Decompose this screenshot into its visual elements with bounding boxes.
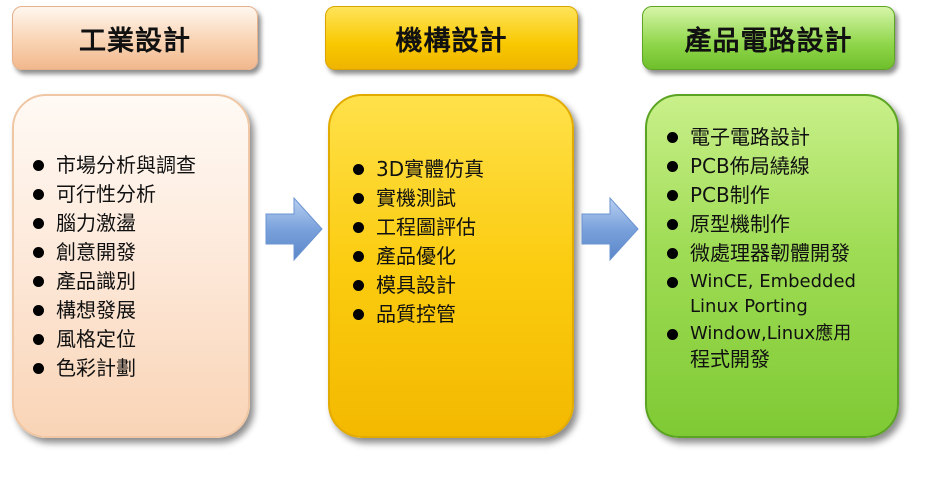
list-item: PCB制作 xyxy=(664,182,856,211)
list-item: 產品識別 xyxy=(30,268,196,297)
header-mechanical-design-label: 機構設計 xyxy=(395,25,508,57)
list-item: 產品優化 xyxy=(350,243,484,272)
list-item: 市場分析與調查 xyxy=(30,152,196,181)
list-product-circuit-design: 電子電路設計 PCB佈局繞線 PCB制作 原型機制作 微處理器韌體開發 WinC… xyxy=(664,124,856,375)
list-item: 微處理器韌體開發 xyxy=(664,240,856,269)
list-item: Window,Linux應用 xyxy=(664,321,856,346)
header-product-circuit-design: 產品電路設計 xyxy=(642,6,895,70)
arrow-right-icon xyxy=(265,196,323,262)
list-item: 原型機制作 xyxy=(664,211,856,240)
list-industrial-design: 市場分析與調查 可行性分析 腦力激盪 創意開發 產品識別 構想發展 風格定位 色… xyxy=(30,152,196,384)
list-item: 腦力激盪 xyxy=(30,210,196,239)
list-item: WinCE, Embedded xyxy=(664,269,856,294)
list-item: 可行性分析 xyxy=(30,181,196,210)
panel-product-circuit-design xyxy=(645,94,899,438)
list-mechanical-design: 3D實體仿真 實機測試 工程圖評估 產品優化 模具設計 品質控管 xyxy=(350,156,484,330)
list-item: 模具設計 xyxy=(350,272,484,301)
list-item-continuation: Linux Porting xyxy=(690,296,808,317)
list-item: 構想發展 xyxy=(30,297,196,326)
list-item: 電子電路設計 xyxy=(664,124,856,153)
list-item: 實機測試 xyxy=(350,185,484,214)
list-item: 品質控管 xyxy=(350,301,484,330)
list-item: 風格定位 xyxy=(30,326,196,355)
list-item: PCB佈局繞線 xyxy=(664,153,856,182)
list-item: 色彩計劃 xyxy=(30,355,196,384)
list-item: 3D實體仿真 xyxy=(350,156,484,185)
header-mechanical-design: 機構設計 xyxy=(325,6,578,70)
panel-mechanical-design xyxy=(328,94,574,438)
list-item-continuation: 程式開發 xyxy=(690,347,770,371)
header-product-circuit-design-label: 產品電路設計 xyxy=(684,25,853,57)
panel-industrial-design xyxy=(12,94,250,438)
header-industrial-design-label: 工業設計 xyxy=(79,25,191,57)
header-industrial-design: 工業設計 xyxy=(12,6,258,70)
list-item: 工程圖評估 xyxy=(350,214,484,243)
list-item: 創意開發 xyxy=(30,239,196,268)
arrow-right-icon xyxy=(581,196,639,262)
